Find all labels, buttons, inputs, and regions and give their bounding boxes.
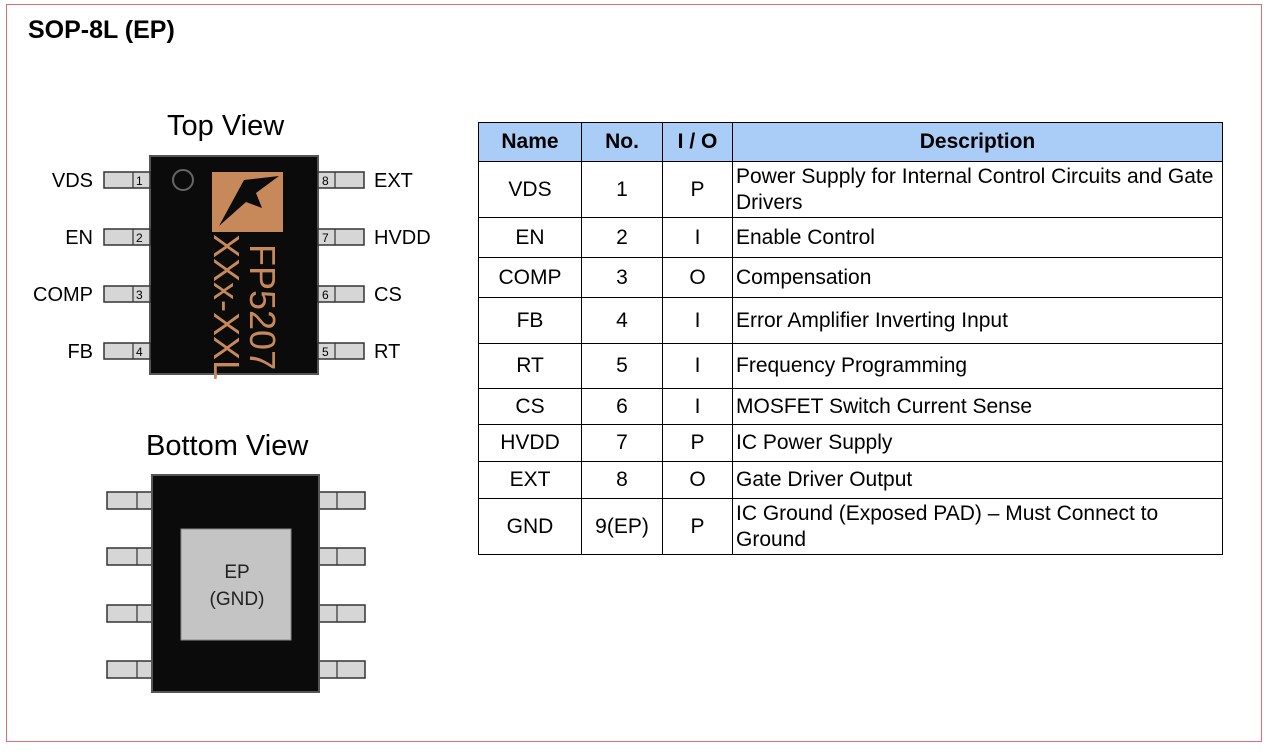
top-left-pins: 1 2 3 4 VDS EN COMP FB <box>33 170 151 363</box>
pin-label: CS <box>374 284 402 306</box>
chip-marking-line2: XXx-XXL <box>206 234 247 380</box>
pin-name: HVDD <box>478 424 582 462</box>
exposed-pad-sublabel: (GND) <box>210 589 265 610</box>
pin-description: IC Ground (Exposed PAD) – Must Connect t… <box>732 498 1223 555</box>
pin-name: GND <box>478 498 582 555</box>
pin1-marker-icon <box>172 169 194 191</box>
pin-number: 1 <box>136 174 143 188</box>
pin-6 <box>317 285 365 303</box>
table-row: EN 2 I Enable Control <box>478 217 1223 258</box>
pin-5 <box>317 342 365 360</box>
pin-number: 6 <box>581 388 663 425</box>
pin-name: EXT <box>478 461 582 499</box>
pin-number: 7 <box>581 424 663 462</box>
pin-number: 9(EP) <box>581 498 663 555</box>
column-header-name: Name <box>478 122 582 162</box>
pin-8 <box>317 171 365 189</box>
pin-number: 8 <box>322 174 329 188</box>
table-row: VDS 1 P Power Supply for Internal Contro… <box>478 161 1223 218</box>
pin-label: VDS <box>52 170 93 192</box>
pin-number: 5 <box>322 345 329 359</box>
pin-name: CS <box>478 388 582 425</box>
pin-label: EN <box>65 227 93 249</box>
pin-io: I <box>662 388 733 425</box>
bottom-right-pins <box>318 491 366 679</box>
table-row: EXT 8 O Gate Driver Output <box>478 461 1223 499</box>
pin-label: FB <box>67 341 93 363</box>
exposed-pad-label: EP <box>224 562 249 583</box>
chip-marking-line1: FP5207 <box>242 244 283 370</box>
table-row: HVDD 7 P IC Power Supply <box>478 424 1223 462</box>
table-row: COMP 3 O Compensation <box>478 257 1223 298</box>
pin-number: 5 <box>581 343 663 389</box>
pin-number: 7 <box>322 231 329 245</box>
top-right-pins: 8 7 6 5 EXT HVDD CS RT <box>317 170 431 363</box>
pin-description: MOSFET Switch Current Sense <box>732 388 1223 425</box>
pin-io: I <box>662 217 733 258</box>
pin-4 <box>103 342 151 360</box>
pin-name: EN <box>478 217 582 258</box>
table-row: RT 5 I Frequency Programming <box>478 343 1223 389</box>
top-view-diagram: FP5207 XXx-XXL 1 2 3 4 VDS EN COMP FB <box>33 155 431 380</box>
pin-io: I <box>662 343 733 389</box>
pin-2 <box>103 228 151 246</box>
pin-description: Enable Control <box>732 217 1223 258</box>
pin-description: Error Amplifier Inverting Input <box>732 297 1223 344</box>
table-row: GND 9(EP) P IC Ground (Exposed PAD) – Mu… <box>478 498 1223 555</box>
manufacturer-logo-icon <box>212 172 283 232</box>
table-header-row: Name No. I / O Description <box>478 122 1223 162</box>
pin-description: Compensation <box>732 257 1223 298</box>
pin-1 <box>103 171 151 189</box>
pin-io: O <box>662 461 733 499</box>
bottom-left-pins <box>106 491 154 679</box>
pin-io: I <box>662 297 733 344</box>
column-header-io: I / O <box>662 122 733 162</box>
pin-number: 2 <box>581 217 663 258</box>
pin-description: Frequency Programming <box>732 343 1223 389</box>
pin-label: HVDD <box>374 227 431 249</box>
pin-number: 8 <box>581 461 663 499</box>
pin-name: FB <box>478 297 582 344</box>
table-row: CS 6 I MOSFET Switch Current Sense <box>478 388 1223 425</box>
package-diagrams: FP5207 XXx-XXL 1 2 3 4 VDS EN COMP FB <box>33 155 431 693</box>
pin-number: 1 <box>581 161 663 218</box>
pin-name: VDS <box>478 161 582 218</box>
pin-7 <box>317 228 365 246</box>
pin-label: RT <box>374 341 400 363</box>
pin-number: 3 <box>136 288 143 302</box>
pin-name: RT <box>478 343 582 389</box>
pin-io: O <box>662 257 733 298</box>
pin-description: IC Power Supply <box>732 424 1223 462</box>
bottom-view-title: Bottom View <box>146 430 309 462</box>
exposed-pad <box>180 528 292 641</box>
pin-number: 4 <box>581 297 663 344</box>
figure-frame <box>6 4 1262 742</box>
pin-io: P <box>662 498 733 555</box>
table-row: FB 4 I Error Amplifier Inverting Input <box>478 297 1223 344</box>
pin-label: COMP <box>33 284 93 306</box>
pin-description: Gate Driver Output <box>732 461 1223 499</box>
column-header-description: Description <box>732 122 1223 162</box>
pin-number: 4 <box>136 345 143 359</box>
pin-number: 2 <box>136 231 143 245</box>
bottom-view-diagram: EP (GND) <box>106 474 366 693</box>
column-header-number: No. <box>581 122 663 162</box>
package-title: SOP-8L (EP) <box>28 16 175 44</box>
pin-description: Power Supply for Internal Control Circui… <box>732 161 1223 218</box>
pin-io: P <box>662 161 733 218</box>
pin-name: COMP <box>478 257 582 298</box>
pin-number: 6 <box>322 288 329 302</box>
pin-label: EXT <box>374 170 413 192</box>
top-view-title: Top View <box>167 110 285 142</box>
pin-io: P <box>662 424 733 462</box>
pin-description-table: Name No. I / O Description VDS 1 P Power… <box>478 122 1223 555</box>
pin-3 <box>103 285 151 303</box>
pin-number: 3 <box>581 257 663 298</box>
